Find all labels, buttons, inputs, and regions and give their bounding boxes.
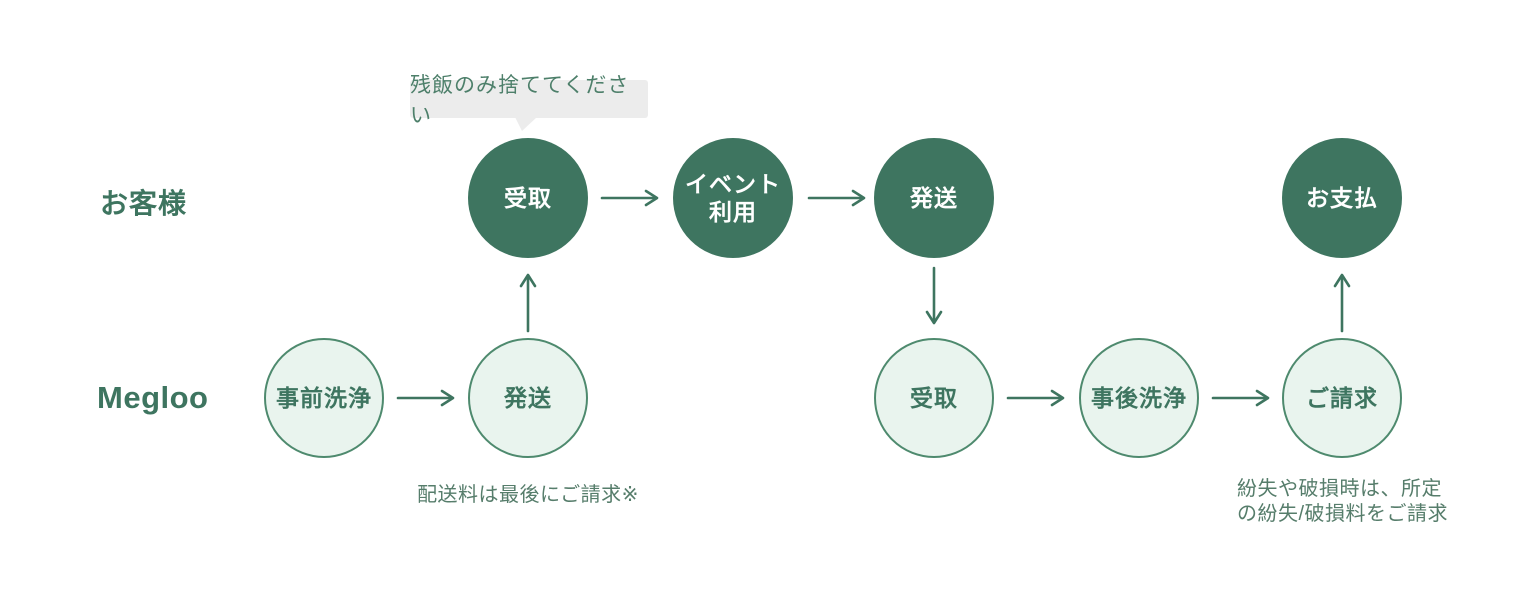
node-megloo-prewash: 事前洗浄 bbox=[264, 338, 384, 458]
note-loss-damage-line2: の紛失/破損料をご請求 bbox=[1237, 503, 1449, 525]
arrow-billing-to-payment bbox=[1333, 273, 1351, 333]
node-label: 事前洗浄 bbox=[276, 385, 372, 411]
node-label: お支払 bbox=[1306, 185, 1378, 211]
node-customer-ship: 発送 bbox=[874, 138, 994, 258]
node-label: 発送 bbox=[504, 385, 552, 411]
node-label: 受取 bbox=[504, 185, 552, 211]
speech-bubble-tail-icon bbox=[515, 117, 537, 131]
node-label-line1: イベント bbox=[685, 171, 781, 197]
arrow-postwash-to-billing bbox=[1211, 389, 1270, 407]
arrow-customer-receive-to-event bbox=[600, 189, 659, 207]
node-customer-event-use: イベント 利用 bbox=[673, 138, 793, 258]
note-loss-damage-line1: 紛失や破損時は、所定 bbox=[1237, 478, 1442, 500]
node-megloo-billing: ご請求 bbox=[1282, 338, 1402, 458]
arrow-megloo-ship-to-customer-receive bbox=[519, 273, 537, 333]
node-label: 受取 bbox=[910, 385, 958, 411]
arrow-prewash-to-megloo-ship bbox=[396, 389, 455, 407]
arrow-event-to-customer-ship bbox=[807, 189, 866, 207]
node-megloo-postwash: 事後洗浄 bbox=[1079, 338, 1199, 458]
arrow-customer-ship-to-megloo-receive bbox=[925, 266, 943, 325]
node-megloo-receive: 受取 bbox=[874, 338, 994, 458]
node-label: ご請求 bbox=[1306, 385, 1378, 411]
node-label-line2: 利用 bbox=[709, 199, 757, 225]
note-loss-damage: 紛失や破損時は、所定 の紛失/破損料をご請求 bbox=[1237, 477, 1448, 527]
speech-bubble-text: 残飯のみ捨ててください bbox=[410, 74, 630, 127]
note-shipping-fee: 配送料は最後にご請求※ bbox=[417, 484, 639, 506]
node-customer-payment: お支払 bbox=[1282, 138, 1402, 258]
node-megloo-ship: 発送 bbox=[468, 338, 588, 458]
speech-bubble: 残飯のみ捨ててください bbox=[410, 74, 648, 131]
node-customer-receive: 受取 bbox=[468, 138, 588, 258]
lane-label-customer: お客様 bbox=[100, 188, 188, 219]
node-label: 発送 bbox=[910, 185, 958, 211]
node-label: 事後洗浄 bbox=[1091, 385, 1187, 411]
arrow-megloo-receive-to-postwash bbox=[1006, 389, 1065, 407]
lane-label-megloo: Megloo bbox=[97, 380, 209, 415]
